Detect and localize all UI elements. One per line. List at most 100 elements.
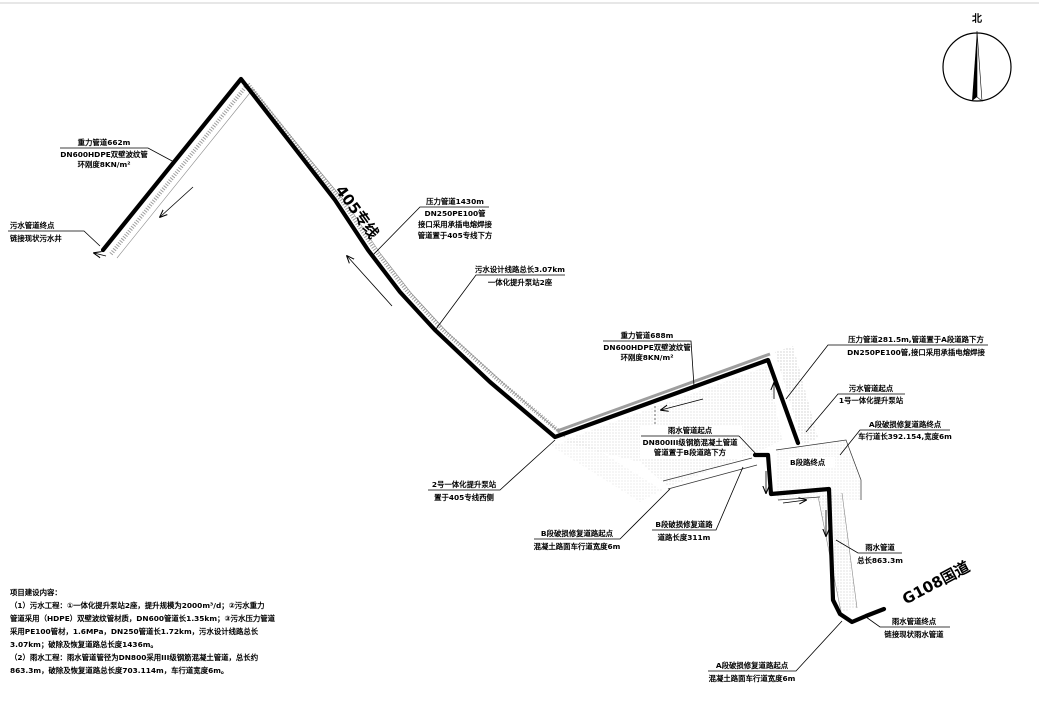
label-line: 环刚度8KN/m² [78, 160, 131, 169]
label-line: 总长863.3m [857, 556, 903, 565]
leader-line [652, 466, 744, 531]
label-line: B段路终点 [790, 458, 826, 467]
label-line: DN800III级钢筋混凝土管道 [642, 438, 738, 447]
label-rain-pipe: 雨水管道 总长863.3m [857, 543, 903, 565]
label-line: 压力管道1430m [426, 197, 484, 206]
road-hatch-405 [109, 80, 563, 435]
leader-line [8, 230, 101, 247]
leader-lines [8, 147, 988, 672]
leader-line [435, 274, 565, 330]
road-hatch-gravity-segment [556, 352, 771, 433]
project-description-title: 项目建设内容： [10, 588, 62, 597]
project-description: 项目建设内容： （1）污水工程：①一体化提升泵站2座，提升规模为2000m³/d… [9, 588, 276, 675]
leader-line [839, 429, 950, 456]
label-backdrop [640, 425, 742, 458]
leader-line [428, 439, 556, 491]
leader-line [865, 616, 950, 628]
leader-line [708, 620, 843, 672]
label-pressure-pipe-2: 压力管道281.5m,管道置于A段道路下方 DN250PE100管,接口采用承插… [847, 335, 985, 357]
label-line: 车行道长392.154,宽度6m [858, 432, 952, 441]
label-pressure-pipe-1: 压力管道1430m DN250PE100管 接口采用承插电熔焊接 管道置于405… [418, 197, 493, 240]
label-line: 1号一体化提升泵站 [839, 396, 904, 405]
project-description-line: （1）污水工程：①一体化提升泵站2座，提升规模为2000m³/d；②污水重力 [10, 601, 264, 611]
label-line: 污水管道起点 [849, 384, 894, 393]
label-line: 污水设计线路总长3.07km [475, 265, 565, 274]
project-description-line: （2）雨水工程：雨水管道管径为DN800采用III级钢筋混凝土管道，总长约 [10, 653, 258, 662]
label-road-b-start: B段破损修复道路起点 混凝土路面车行道宽度6m [534, 529, 621, 551]
label-line: 重力管道662m [78, 138, 131, 147]
label-line: B段破损修复道路 [655, 520, 713, 529]
label-road-a-start: A段破损修复道路起点 混凝土路面车行道宽度6m [709, 661, 796, 683]
flow-arrow [782, 500, 806, 503]
label-line: 管道置于405专线下方 [418, 231, 493, 240]
label-line: DN600HDPE双壁波纹管 [603, 343, 691, 352]
north-arrow-icon: 北 [942, 12, 1012, 102]
road-texture-a-north [775, 346, 818, 445]
leader-line [370, 206, 489, 258]
leader-line [738, 435, 758, 456]
label-rain-end: 雨水管道终点 链接现状雨水管道 [883, 617, 944, 639]
label-line: DN250PE100管 [424, 209, 486, 218]
flow-arrows [94, 186, 826, 536]
leader-line [785, 344, 988, 400]
label-line: 污水管道终点 [10, 221, 55, 230]
label-line: 链接现状雨水管道 [883, 630, 944, 639]
label-line: A段破损修复道路起点 [716, 661, 789, 670]
road-texture-a-junction [776, 440, 861, 500]
leader-line [534, 488, 671, 540]
label-line: 环刚度8KN/m² [621, 353, 674, 362]
label-line: 压力管道281.5m,管道置于A段道路下方 [848, 335, 984, 344]
label-line: 混凝土路面车行道宽度6m [534, 542, 621, 551]
label-gravity-pipe-1: 重力管道662m DN600HDPE双壁波纹管 环刚度8KN/m² [60, 138, 148, 169]
north-arrow-pointer-light [976, 30, 983, 102]
label-rain-start: 雨水管道起点 DN800III级钢筋混凝土管道 管道置于B段道路下方 [640, 425, 742, 458]
label-line: DN250PE100管,接口采用承插电熔焊接 [847, 348, 985, 357]
road-texture-a-south [818, 493, 857, 612]
label-line: 链接现状污水井 [9, 234, 62, 243]
label-line: 接口采用承插电熔焊接 [418, 220, 493, 229]
leader-line [603, 340, 695, 387]
north-arrow-pointer-dark [972, 31, 977, 101]
label-line: A段破损修复道路终点 [869, 420, 942, 429]
leader-line [805, 393, 905, 433]
label-pump-station-2: 2号一体化提升泵站 置于405专线西侧 [432, 480, 497, 502]
sewage-pipe-route [100, 76, 801, 446]
label-line: 管道置于B段道路下方 [654, 448, 727, 457]
road-a-edge [841, 492, 858, 609]
label-backdrop [788, 457, 835, 467]
road-b-edge [662, 457, 753, 482]
label-line: 混凝土路面车行道宽度6m [709, 674, 796, 683]
label-line: DN600HDPE双壁波纹管 [60, 150, 148, 159]
flow-arrow [347, 256, 393, 307]
label-line: B段破损修复道路起点 [541, 529, 614, 538]
project-description-line: 863.3m，破除及恢复道路总长度703.114m，车行道宽度6m。 [10, 666, 228, 675]
label-line: 一体化提升泵站2座 [488, 278, 553, 287]
label-sewage-start: 污水管道起点 1号一体化提升泵站 [839, 384, 904, 405]
label-line: 道路长度311m [658, 533, 711, 542]
flow-arrow [661, 398, 704, 410]
rain-pipe-route [752, 452, 887, 625]
label-road-b: B段破损修复道路 道路长度311m [655, 520, 713, 542]
label-line: 雨水管道起点 [668, 426, 713, 435]
road-texture-405-south [548, 440, 662, 502]
label-line: 重力管道688m [621, 331, 674, 340]
label-line: 2号一体化提升泵站 [432, 480, 497, 489]
label-road-a-end: A段破损修复道路终点 车行道长392.154,宽度6m [858, 420, 952, 441]
label-line: 置于405专线西侧 [434, 493, 494, 502]
north-label: 北 [972, 12, 982, 25]
label-line: 雨水管道 [865, 543, 895, 552]
label-gravity-pipe-2: 重力管道688m DN600HDPE双壁波纹管 环刚度8KN/m² [603, 331, 691, 362]
flow-arrow [160, 186, 194, 217]
leader-line [835, 539, 902, 554]
project-description-line: 3.07km；破除及恢复道路总长度1436m。 [10, 640, 158, 650]
leader-line [60, 147, 175, 163]
road-edge-405 [116, 88, 566, 438]
flow-arrow [94, 253, 107, 256]
label-line: 雨水管道终点 [892, 617, 937, 626]
project-description-line: 管道采用（HDPE）双壁波纹管材质，DN600管道长1.35km；③污水压力管道 [10, 614, 276, 624]
road-a-junction-edge [775, 439, 862, 500]
label-sewage-end: 污水管道终点 链接现状污水井 [9, 221, 62, 243]
project-description-line: 采用PE100管材，1.6MPa，DN250管道长1.72km，污水设计线路总长 [9, 627, 259, 636]
